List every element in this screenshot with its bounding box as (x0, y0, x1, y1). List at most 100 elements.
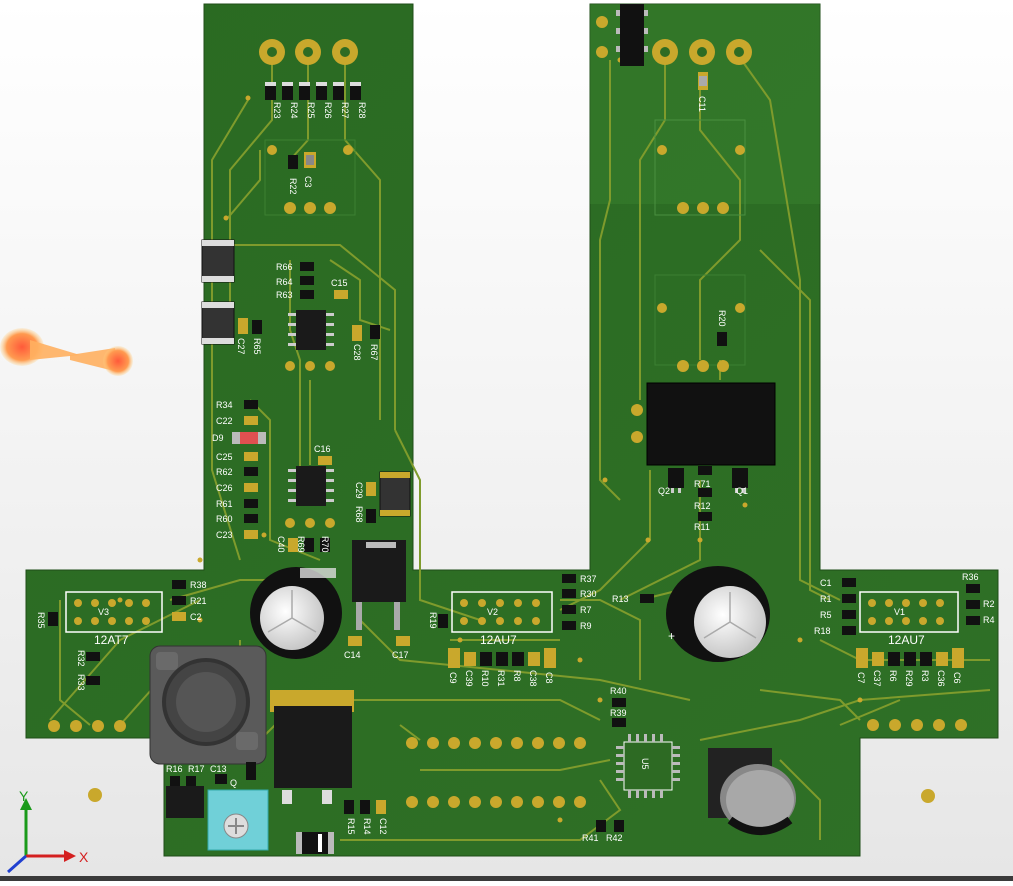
label-r12: R12 (694, 501, 711, 511)
label-r40: R40 (610, 686, 627, 696)
bottom-left-ics: R16 R17 C13 Q (166, 762, 269, 851)
label-r10: R10 (480, 670, 490, 687)
label-r14: R14 (362, 818, 372, 835)
label-c17: C17 (392, 650, 409, 660)
tube-socket-v3: V3 12AT7 R38 R21 C2 R35 R32 R33 (36, 580, 207, 691)
label-c6: C6 (952, 672, 962, 684)
connector-pads-right (596, 16, 752, 65)
label-r20: R20 (717, 310, 727, 327)
label-d9: D9 (212, 433, 224, 443)
smd-diode-bottom: R15 R14 C12 (296, 800, 388, 854)
tube-type-v3: 12AT7 (94, 633, 129, 647)
label-r35: R35 (36, 612, 46, 629)
polarity-mark: + (668, 629, 675, 643)
label-c9: C9 (448, 672, 458, 684)
label-r23: R23 (272, 102, 282, 119)
label-r6: R6 (888, 670, 898, 682)
ic-u5: R40 R39 U5 R41 R42 (582, 686, 680, 843)
label-r65: R65 (252, 338, 262, 355)
label-r34: R34 (216, 400, 233, 410)
pin-header-right (867, 719, 967, 803)
pin-header-center (406, 737, 586, 808)
label-r32: R32 (76, 650, 86, 667)
label-c29: C29 (354, 482, 364, 499)
label-r4: R4 (983, 615, 995, 625)
smd-inductors-left (201, 239, 235, 345)
label-r19: R19 (428, 612, 438, 629)
label-c28: C28 (352, 344, 362, 361)
relay-footprint-left: R22 C3 (264, 139, 356, 216)
label-r33: R33 (76, 674, 86, 691)
label-r16: R16 (166, 764, 183, 774)
label-r24: R24 (289, 102, 299, 119)
label-c36: C36 (936, 670, 946, 687)
label-r64: R64 (276, 277, 293, 287)
label-q2: Q2 (658, 486, 670, 496)
label-c3: C3 (303, 176, 313, 188)
regulator-dpak: C14 C17 (344, 540, 410, 660)
label-r63: R63 (276, 290, 293, 300)
label-r8: R8 (512, 670, 522, 682)
label-r60: R60 (216, 514, 233, 524)
tube-type-v2: 12AU7 (480, 633, 517, 647)
label-r27: R27 (340, 102, 350, 119)
label-c37: C37 (872, 670, 882, 687)
label-r29: R29 (904, 670, 914, 687)
label-c11: C11 (697, 96, 707, 112)
label-r3: R3 (920, 670, 930, 682)
tube-ref-v3: V3 (98, 607, 109, 617)
bottom-edge (0, 876, 1013, 881)
label-r69: R69 (296, 536, 306, 553)
axis-y-label: Y (19, 788, 29, 804)
label-c1: C1 (820, 578, 832, 588)
connector-pads-left (259, 39, 358, 65)
label-r21: R21 (190, 596, 207, 606)
label-q: Q (230, 778, 237, 788)
regulator-to220 (270, 690, 354, 804)
label-c13: C13 (210, 764, 227, 774)
relay-module: Q2 R71 Q1 R12 R11 (631, 382, 776, 532)
label-r38: R38 (190, 580, 207, 590)
label-r1: R1 (820, 594, 832, 604)
opamp-1: R66 R64 R63 C15 C27 R65 C28 R67 (236, 262, 380, 371)
label-r22: R22 (288, 178, 298, 195)
label-r25: R25 (306, 102, 316, 119)
label-r42: R42 (606, 833, 623, 843)
light-source-icon (0, 328, 133, 376)
label-r39: R39 (610, 708, 627, 718)
tube-ref-v1: V1 (894, 607, 905, 617)
tube-ref-v2: V2 (487, 607, 498, 617)
pin-header-left (48, 720, 126, 802)
label-r9: R9 (580, 621, 592, 631)
tube-socket-v2: V2 12AU7 R37 R30 R7 R9 R19 R13 C9 C39 R1… (428, 574, 654, 687)
label-r62: R62 (216, 467, 233, 477)
label-r11: R11 (694, 522, 710, 532)
label-r5: R5 (820, 610, 832, 620)
tube-type-v1: 12AU7 (888, 633, 925, 647)
label-r15: R15 (346, 818, 356, 835)
label-r17: R17 (188, 764, 205, 774)
relay-footprint-right: C11 R20 (654, 72, 746, 372)
label-c25: C25 (216, 452, 233, 462)
label-r61: R61 (216, 499, 233, 509)
label-c15: C15 (331, 278, 348, 288)
label-c12: C12 (378, 818, 388, 835)
label-c27: C27 (236, 338, 246, 355)
label-r37: R37 (580, 574, 597, 584)
label-r66: R66 (276, 262, 293, 272)
label-u5: U5 (640, 758, 650, 770)
label-c14: C14 (344, 650, 361, 660)
electrolytic-cap-bottom (708, 748, 796, 835)
label-r71: R71 (694, 479, 711, 489)
label-r28: R28 (357, 102, 367, 119)
label-c39: C39 (464, 670, 474, 687)
axis-indicator: Y X (7, 788, 89, 874)
label-c40: C40 (276, 536, 286, 553)
label-r13: R13 (612, 594, 629, 604)
label-c8: C8 (544, 672, 554, 684)
label-c22: C22 (216, 416, 233, 426)
transistor-array-top (616, 4, 648, 66)
label-r68: R68 (354, 506, 364, 523)
left-column-components: R34 C22 D9 C25 R62 C26 R61 R60 C23 (212, 400, 266, 540)
